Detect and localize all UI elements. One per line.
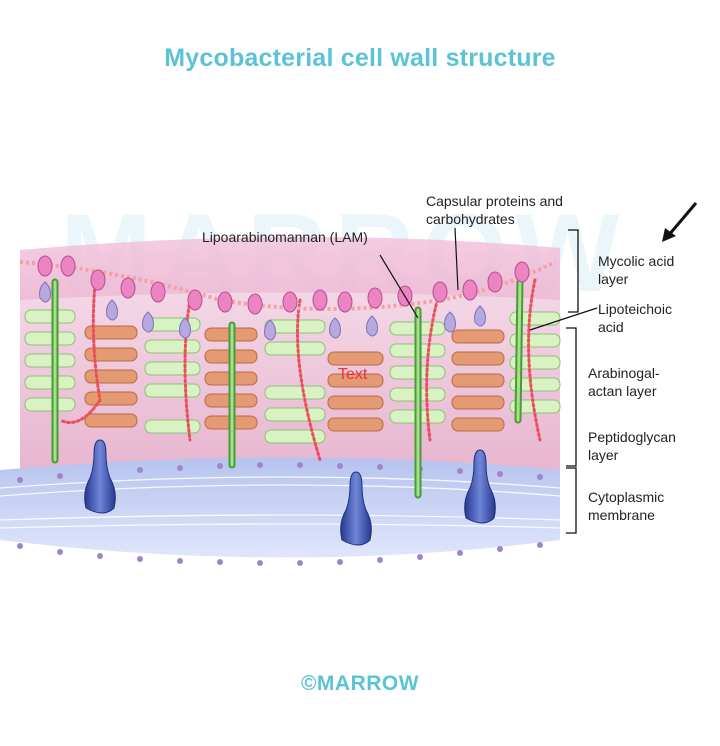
membrane-proteins	[84, 439, 496, 546]
page-title: Mycobacterial cell wall structure	[164, 44, 556, 72]
footer-logo: ©MARROW	[300, 672, 420, 695]
label-lam: Lipoarabinomannan (LAM)	[202, 229, 368, 245]
peptidoglycan-bars	[84, 325, 505, 432]
leader-lines	[379, 227, 598, 331]
label-mycolic: Mycolic acid layer	[598, 253, 675, 287]
membrane-bead-rows	[17, 462, 543, 566]
label-peptidoglycan: Peptidoglycan layer	[588, 429, 676, 463]
lipid-teardrops	[39, 281, 486, 341]
peptide-bead-chains	[58, 278, 542, 462]
capsular-balloons	[37, 255, 530, 315]
label-cytoplasmic: Cytoplasmic membrane	[588, 489, 665, 523]
layer-brackets	[566, 229, 579, 534]
label-lipoteichoic: Lipoteichoic acid	[598, 301, 672, 335]
label-capsular: Capsular proteins and carbohydrates	[426, 193, 563, 227]
pointer-arrow-icon	[662, 202, 698, 242]
stray-text-label: Text	[338, 366, 368, 383]
label-arabinogalactan: Arabinogal-actan layer	[588, 365, 660, 399]
